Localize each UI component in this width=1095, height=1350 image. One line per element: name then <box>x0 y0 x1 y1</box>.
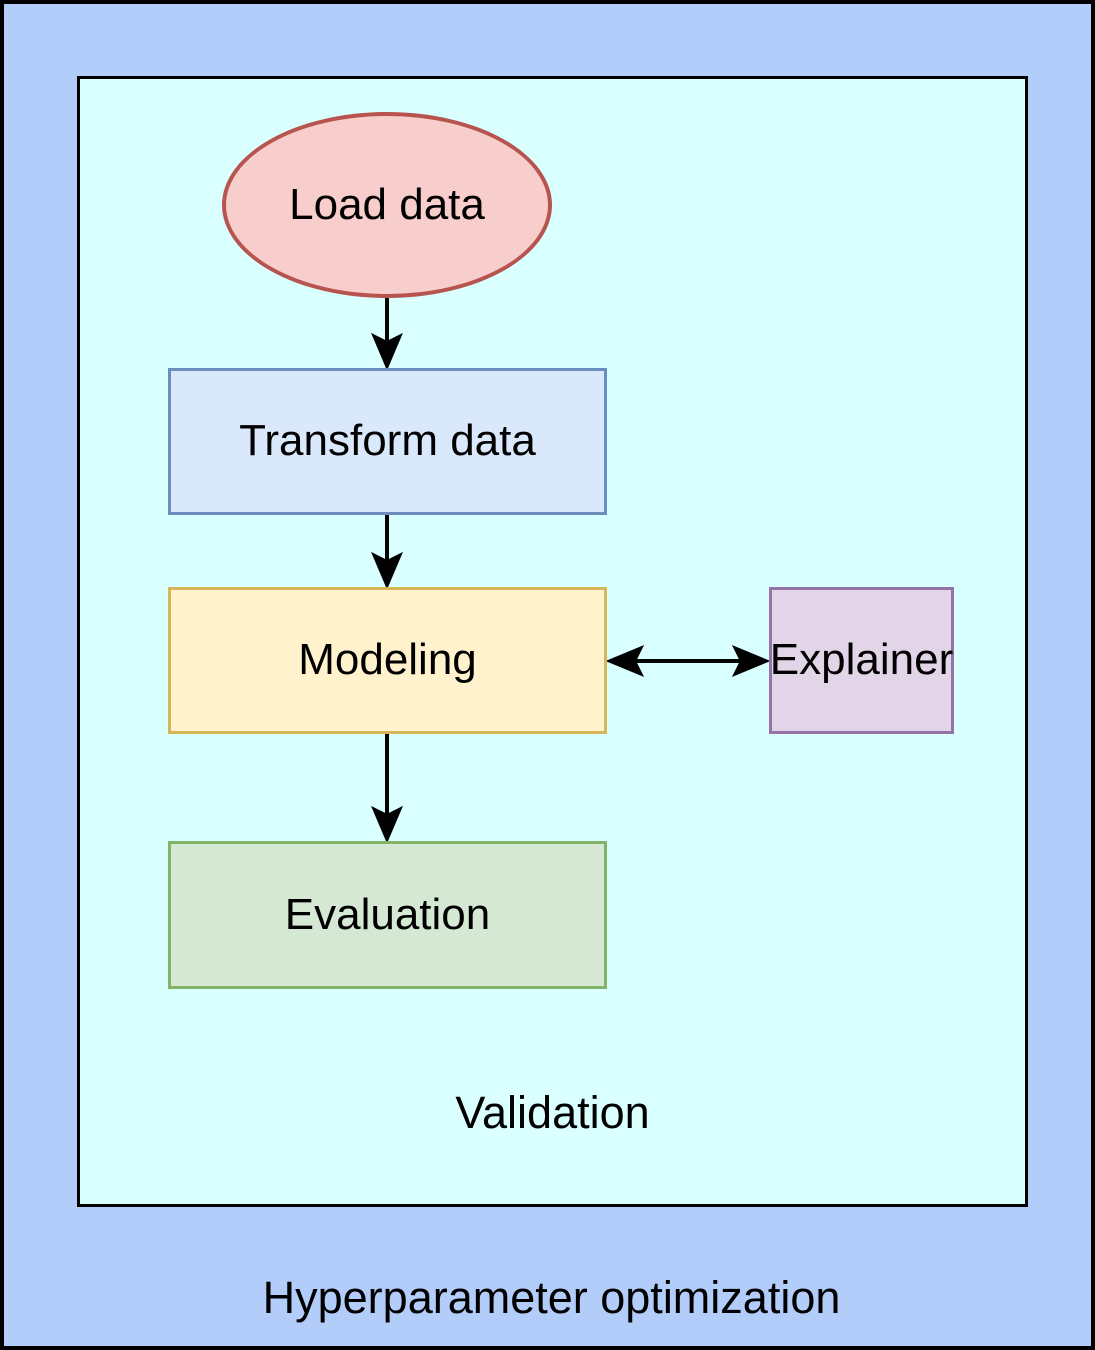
outer-group-label-hyperparameter-optimization: Hyperparameter optimization <box>262 1272 841 1323</box>
node-label: Evaluation <box>284 889 491 939</box>
node-explainer: Explainer <box>769 587 954 734</box>
node-label: Explainer <box>769 635 954 685</box>
node-evaluation: Evaluation <box>168 841 607 989</box>
inner-group-label-validation: Validation <box>455 1087 650 1138</box>
node-load-data: Load data <box>222 112 552 298</box>
node-label: Transform data <box>239 416 536 466</box>
node-label: Modeling <box>298 635 477 685</box>
node-transform-data: Transform data <box>168 368 607 515</box>
node-label: Load data <box>289 179 485 229</box>
node-modeling: Modeling <box>168 587 607 734</box>
